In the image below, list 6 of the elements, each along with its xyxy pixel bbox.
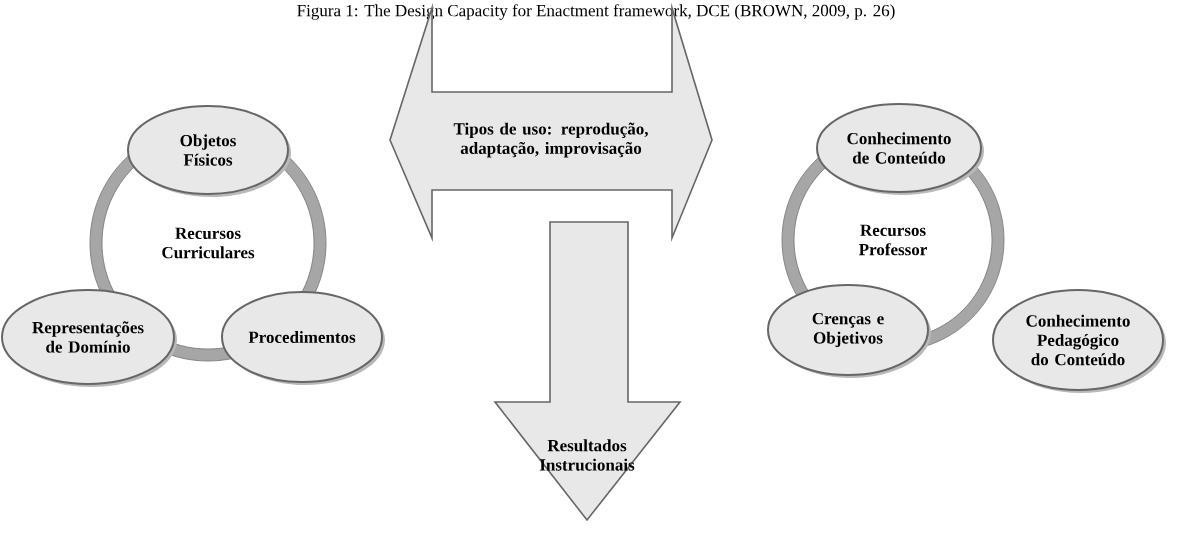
ellipse-node: Representações de Domínio xyxy=(1,289,177,387)
ellipse-node: Crenças e Objetivos xyxy=(767,284,931,378)
ellipse-node: Procedimentos xyxy=(221,291,385,385)
ellipse-node: Objetos Físicos xyxy=(127,105,291,197)
ellipse-node: Conhecimento Pedagógico do Conteúdo xyxy=(992,289,1166,393)
ellipse-node: Conhecimento de Conteúdo xyxy=(816,103,984,195)
